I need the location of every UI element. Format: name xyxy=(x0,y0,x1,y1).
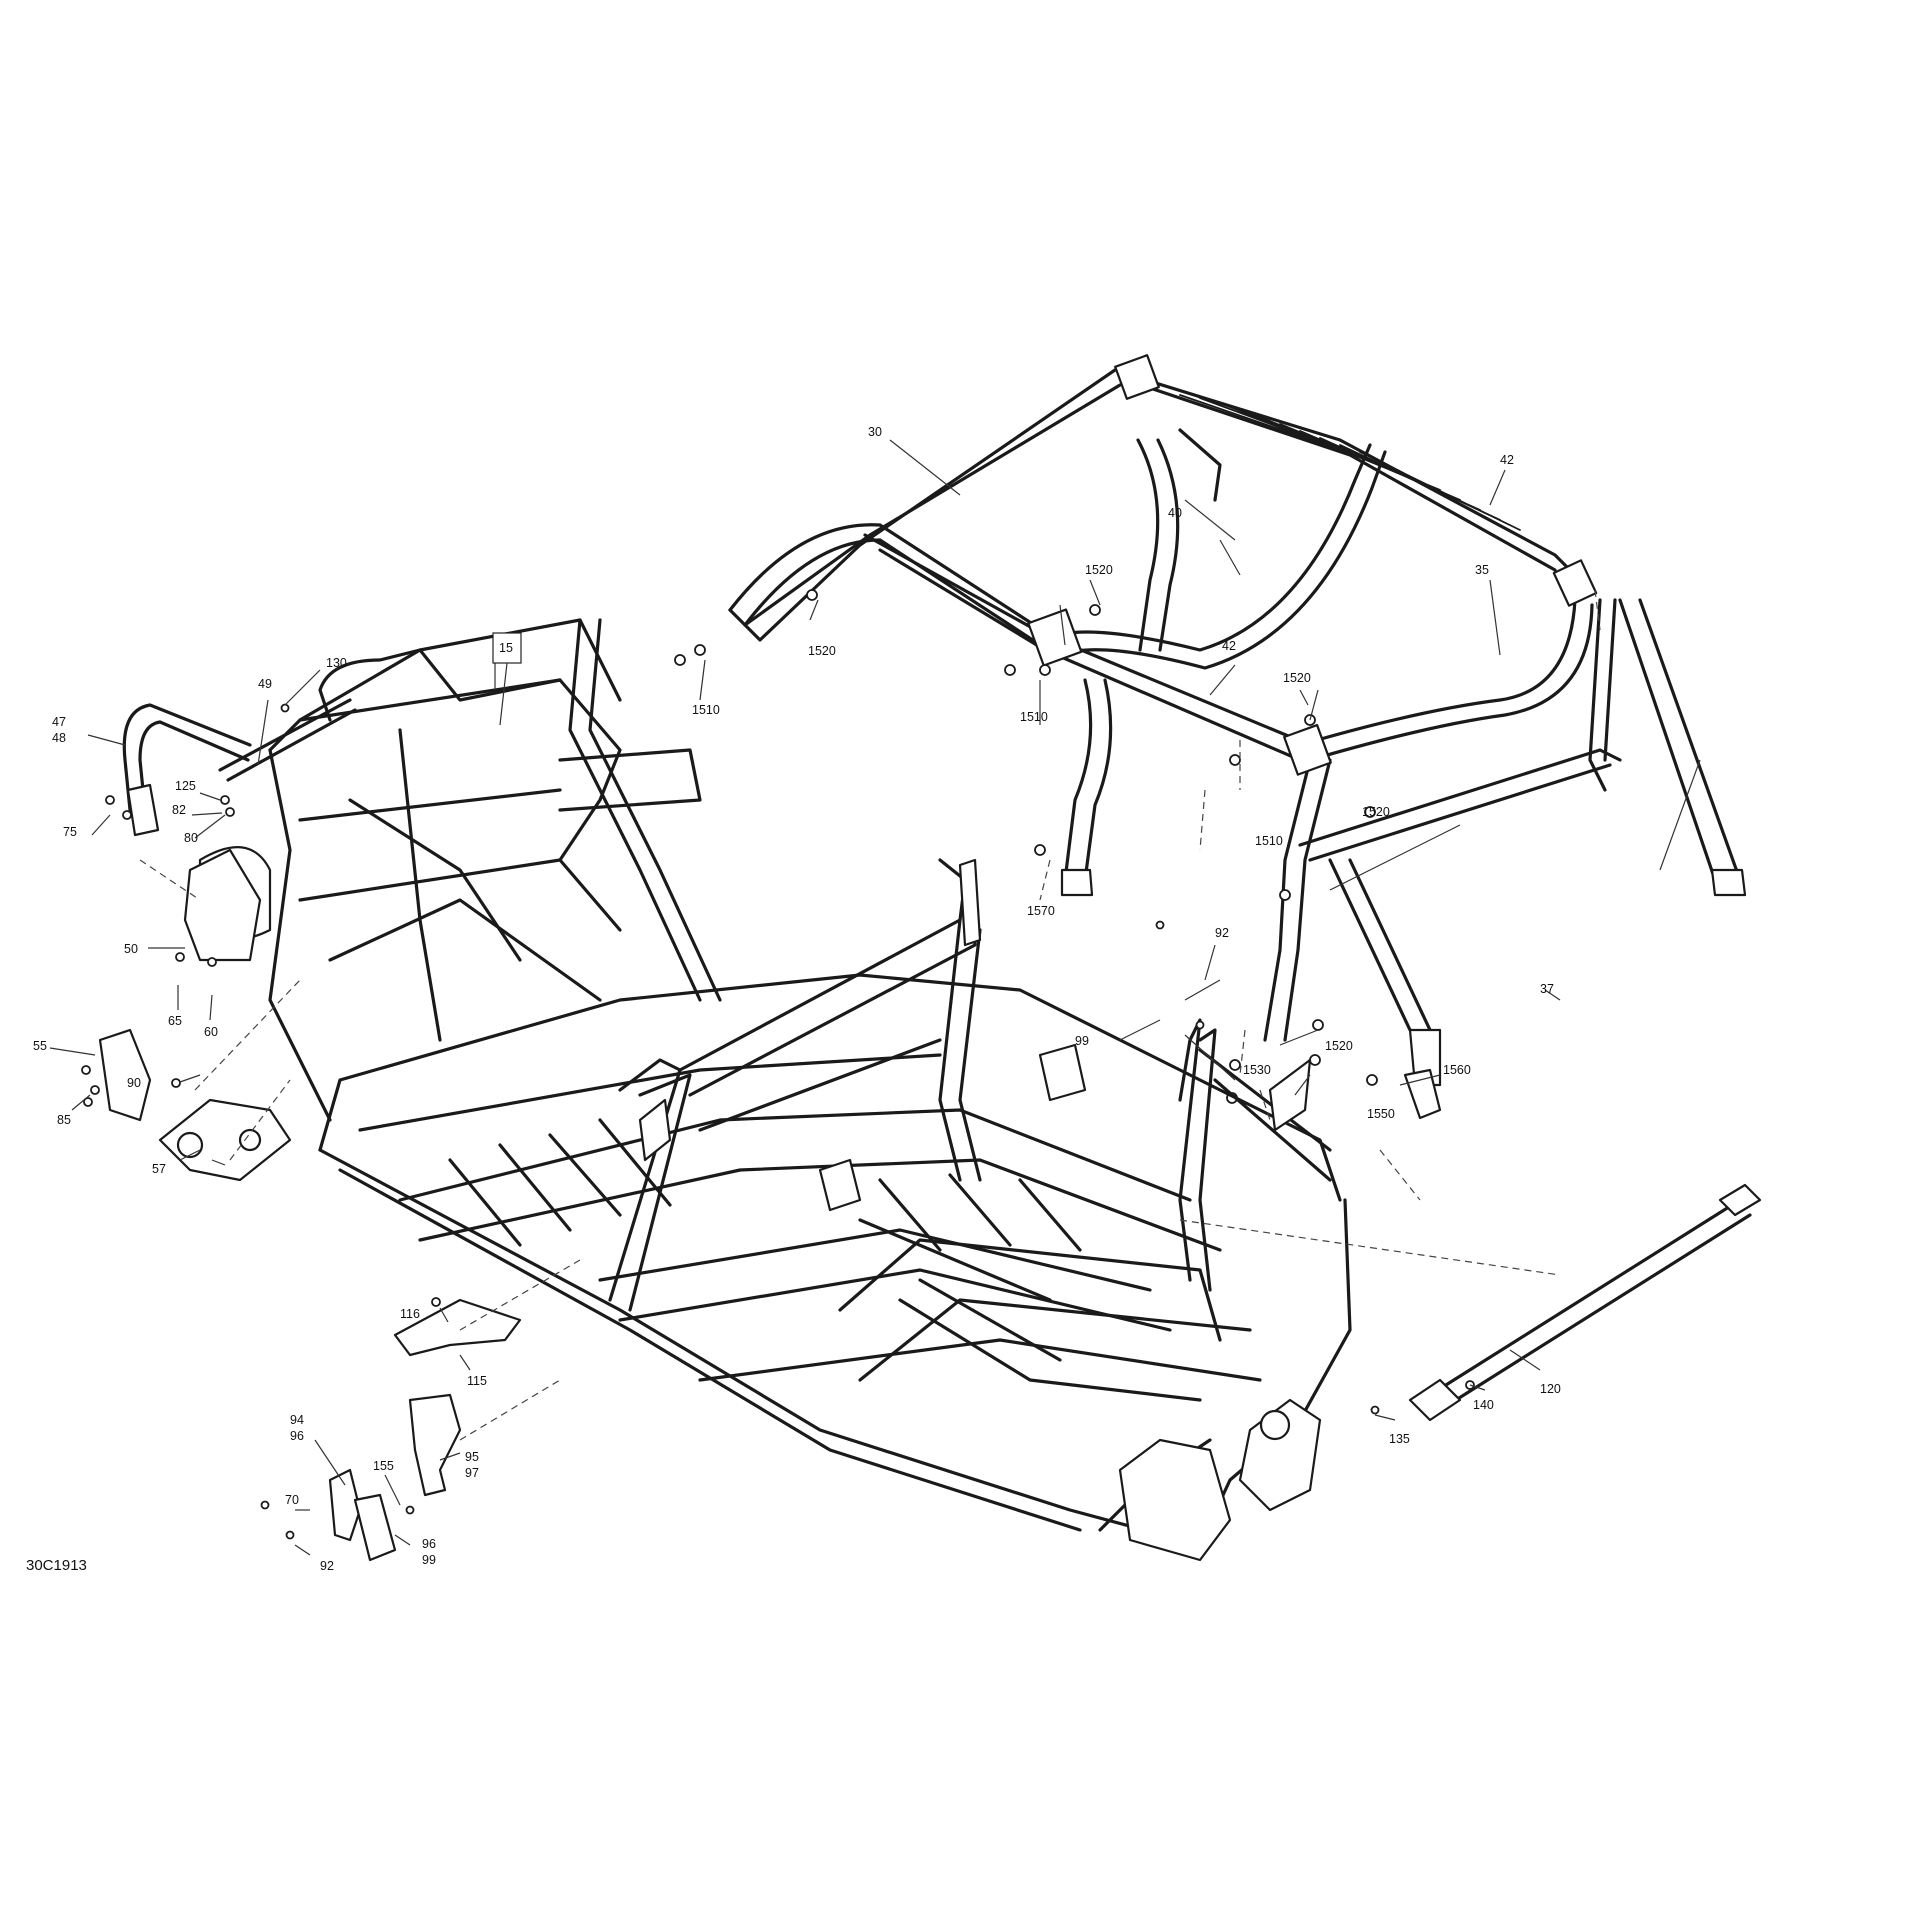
callout-1520-top: 1520 xyxy=(1085,563,1113,577)
callout-37: 37 xyxy=(1540,982,1554,996)
callout-140: 140 xyxy=(1473,1398,1494,1412)
callout-35: 35 xyxy=(1475,563,1489,577)
callout-labels: 15 30 40 42 35 1520 1520 1510 1510 42 15… xyxy=(33,425,1561,1573)
callout-120: 120 xyxy=(1540,1382,1561,1396)
callout-75: 75 xyxy=(63,825,77,839)
callout-116: 116 xyxy=(400,1307,420,1321)
callout-47: 47 xyxy=(52,715,66,729)
callout-90: 90 xyxy=(127,1076,141,1090)
callout-48: 48 xyxy=(52,731,66,745)
callout-1530: 1530 xyxy=(1243,1063,1271,1077)
callout-92-top: 92 xyxy=(1215,926,1229,940)
callout-82: 82 xyxy=(172,803,186,817)
callout-95: 95 xyxy=(465,1450,479,1464)
callout-99-mid: 99 xyxy=(1075,1034,1089,1048)
callout-70: 70 xyxy=(285,1493,299,1507)
callout-1560: 1560 xyxy=(1443,1063,1471,1077)
callout-80: 80 xyxy=(184,831,198,845)
callout-42-top: 42 xyxy=(1500,453,1514,467)
callout-135: 135 xyxy=(1389,1432,1410,1446)
callout-1520-right: 1520 xyxy=(1283,671,1311,685)
callout-60: 60 xyxy=(204,1025,218,1039)
callout-1520-far-right: 1520 xyxy=(1362,805,1390,819)
rear-bar-120 xyxy=(1428,1198,1752,1412)
callout-box-15 xyxy=(492,632,522,664)
callout-96-top: 96 xyxy=(290,1429,304,1443)
callout-85: 85 xyxy=(57,1113,71,1127)
diagram-reference-code: 30C1913 xyxy=(26,1557,87,1574)
callout-50: 50 xyxy=(124,942,138,956)
callout-92-bottom: 92 xyxy=(320,1559,334,1573)
callout-99-bottom: 99 xyxy=(422,1553,436,1567)
callout-1520-left: 1520 xyxy=(808,644,836,658)
main-chassis-frame xyxy=(198,618,1352,1562)
callout-96-bottom: 96 xyxy=(422,1537,436,1551)
callout-65: 65 xyxy=(168,1014,182,1028)
callout-155: 155 xyxy=(373,1459,394,1473)
callout-94: 94 xyxy=(290,1413,304,1427)
callout-1550: 1550 xyxy=(1367,1107,1395,1121)
mount-bracket-57 xyxy=(158,1098,292,1182)
callout-49: 49 xyxy=(258,677,272,691)
mount-bracket-55 xyxy=(98,1028,152,1122)
front-grab-bar xyxy=(122,703,252,812)
roll-cage xyxy=(728,354,1747,1087)
callout-42-mid: 42 xyxy=(1222,639,1236,653)
callout-115: 115 xyxy=(467,1374,487,1388)
front-bracket xyxy=(183,848,262,962)
callout-55: 55 xyxy=(33,1039,47,1053)
callout-1510-left: 1510 xyxy=(692,703,720,717)
leader-lines xyxy=(49,439,1701,1556)
callout-97: 97 xyxy=(465,1466,479,1480)
callout-130: 130 xyxy=(326,656,347,670)
loose-fasteners xyxy=(81,703,1475,1540)
callout-1520-lower: 1520 xyxy=(1325,1039,1353,1053)
callout-1510-mid: 1510 xyxy=(1020,710,1048,724)
callout-30: 30 xyxy=(868,425,882,439)
mount-bracket-94 xyxy=(328,1468,362,1542)
callout-1570: 1570 xyxy=(1027,904,1055,918)
callout-57: 57 xyxy=(152,1162,166,1176)
callout-1510-right: 1510 xyxy=(1255,834,1283,848)
skid-bracket-115 xyxy=(393,1298,522,1357)
callout-15: 15 xyxy=(499,641,513,655)
callout-125: 125 xyxy=(175,779,196,793)
callout-40: 40 xyxy=(1168,506,1182,520)
mount-bracket-95 xyxy=(408,1393,462,1497)
